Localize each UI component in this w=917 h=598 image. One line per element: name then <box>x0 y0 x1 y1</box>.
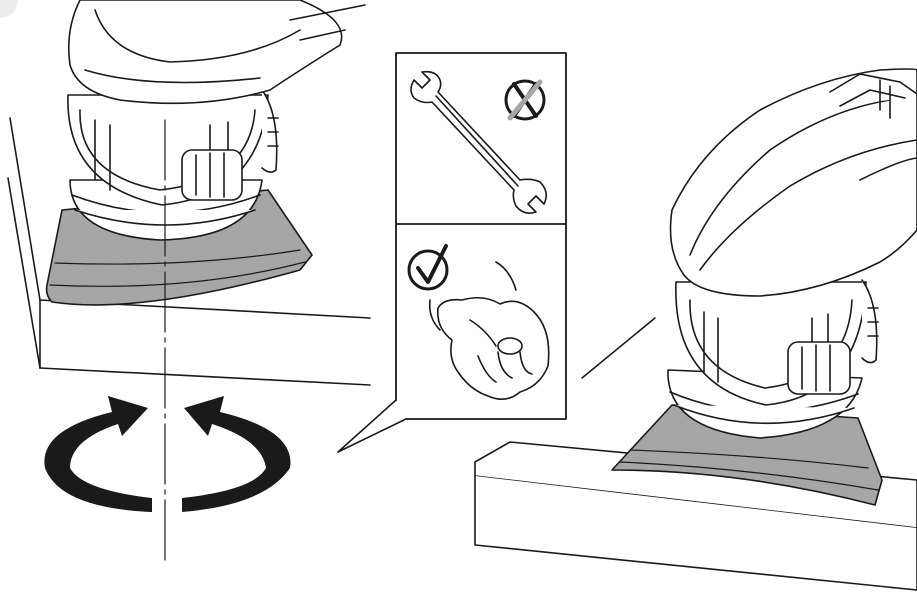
wrench-icon <box>410 70 548 214</box>
right-pad-edge-line <box>629 449 869 469</box>
left-scene <box>7 0 371 561</box>
hand-tighten-icon <box>428 261 550 400</box>
right-housing-top <box>669 68 917 297</box>
right-scene <box>474 68 917 591</box>
left-motor-body <box>67 89 279 206</box>
rotation-arrows <box>44 396 291 512</box>
right-pad-edge-line <box>619 461 879 491</box>
rotation-arrow-icon <box>182 396 291 512</box>
callout-pointer <box>337 399 407 453</box>
left-housing-top <box>67 0 366 105</box>
check-circle-icon <box>407 244 449 291</box>
left-pad-edge-line <box>49 261 306 287</box>
callout-box <box>337 52 567 453</box>
right-workpiece-block <box>474 317 917 591</box>
crossed-circle-icon <box>504 79 546 121</box>
left-pad-edge-line <box>54 249 301 265</box>
corner-logo-mark <box>0 0 18 18</box>
rotation-arrow-icon <box>44 396 152 512</box>
right-motor-body <box>675 279 879 406</box>
